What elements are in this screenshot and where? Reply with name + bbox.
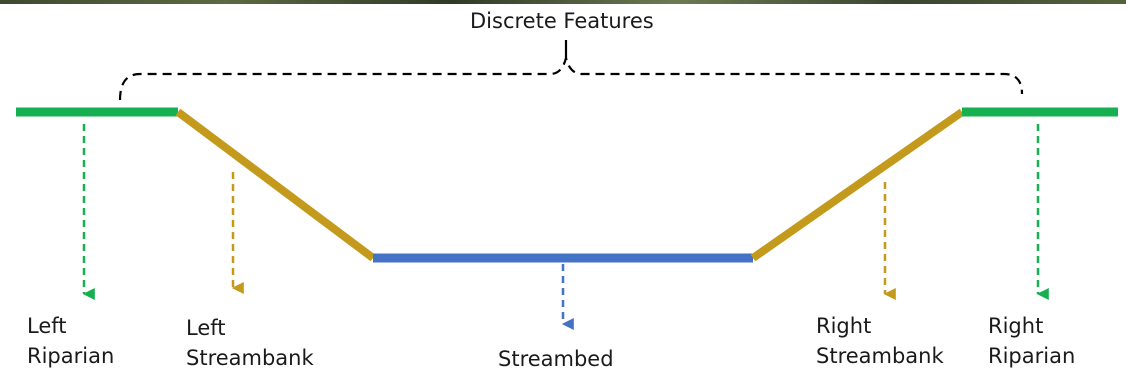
right-streambank-label: Right Streambank <box>816 311 944 371</box>
left-riparian-label-line2: Riparian <box>27 344 115 368</box>
left-riparian-label-line1: Left <box>27 314 67 338</box>
left-streambank-line <box>175 108 376 262</box>
streambed-label: Streambed <box>498 344 614 374</box>
discrete-features-bracket <box>118 57 1024 101</box>
diagram-title: Discrete Features <box>470 9 654 33</box>
streambed-label-line1: Streambed <box>498 347 614 371</box>
right-streambank-line <box>750 108 965 262</box>
right-riparian-label: Right Riparian <box>988 311 1075 371</box>
left-streambank-label-line2: Streambank <box>186 346 314 370</box>
photo-strip <box>0 0 1126 4</box>
right-riparian-label-line2: Riparian <box>988 344 1076 368</box>
right-streambank-label-line1: Right <box>816 314 872 338</box>
right-streambank-label-line2: Streambank <box>816 344 944 368</box>
right-riparian-label-line1: Right <box>988 314 1044 338</box>
left-streambank-label-line1: Left <box>186 316 226 340</box>
left-streambank-label: Left Streambank <box>186 313 314 373</box>
left-riparian-label: Left Riparian <box>27 311 114 371</box>
